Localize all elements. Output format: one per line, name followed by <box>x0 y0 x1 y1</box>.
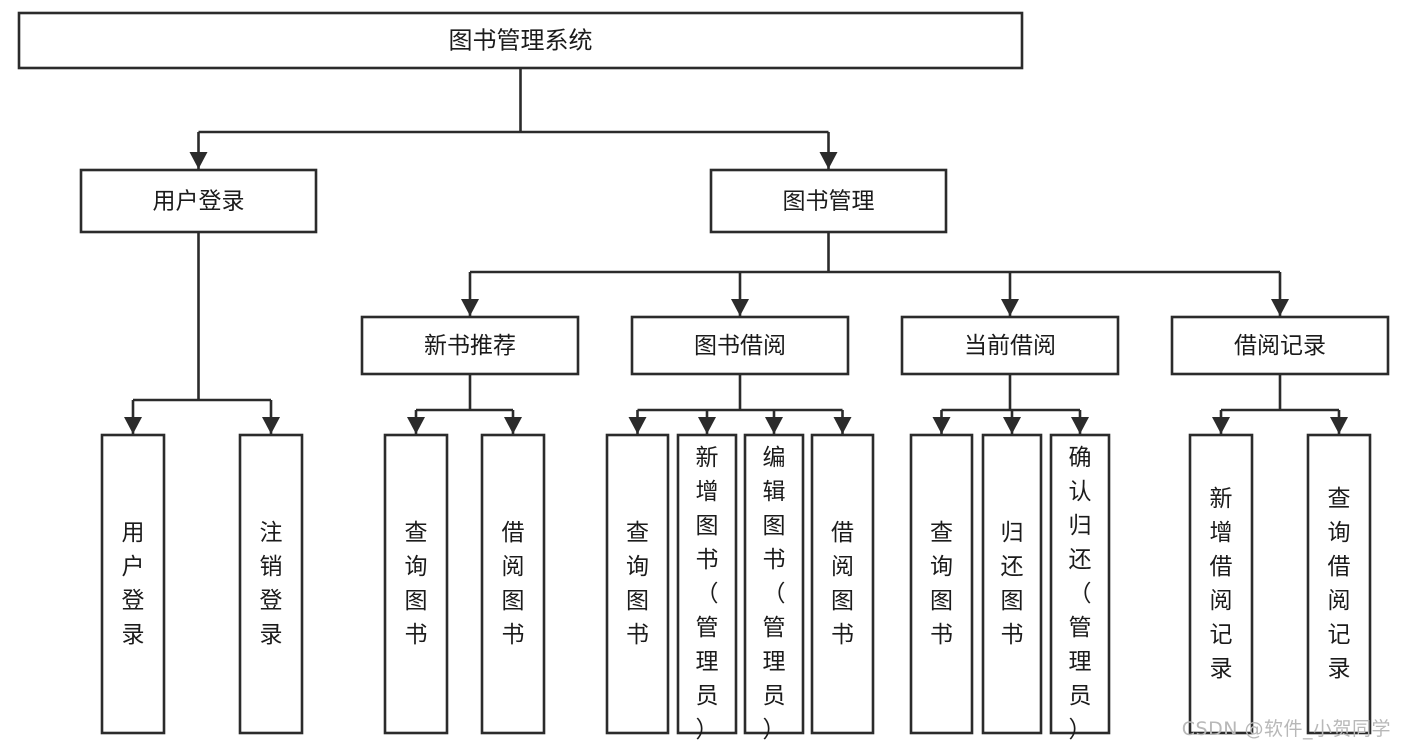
leaf-node-7[interactable]: 借阅图书 <box>810 433 875 735</box>
leaf-node-6[interactable]: 编辑图书（管理员） <box>743 433 805 743</box>
leaf-node-1-box[interactable] <box>238 433 304 735</box>
leaf-node-7-label: 借阅图书 <box>831 520 854 648</box>
level3-node-2[interactable]: 当前借阅 <box>900 315 1120 376</box>
level3-node-3[interactable]: 借阅记录 <box>1170 315 1390 376</box>
leaf-node-8-label: 查询图书 <box>930 520 953 648</box>
leaf-node-9[interactable]: 归还图书 <box>981 433 1043 735</box>
level2-node-1-box[interactable] <box>709 168 948 234</box>
arrow-head-icon <box>1003 417 1021 434</box>
leaf-node-10[interactable]: 确认归还（管理员） <box>1049 433 1111 743</box>
level2-node-0-label: 用户登录 <box>153 189 245 215</box>
leaf-node-5[interactable]: 新增图书（管理员） <box>676 433 738 743</box>
leaf-node-2[interactable]: 查询图书 <box>383 433 449 735</box>
leaf-node-8[interactable]: 查询图书 <box>909 433 974 735</box>
arrow-head-icon <box>731 299 749 316</box>
leaf-node-12-label: 查询借阅记录 <box>1328 486 1351 682</box>
leaf-node-3[interactable]: 借阅图书 <box>480 433 546 735</box>
leaf-node-11-label: 新增借阅记录 <box>1210 486 1233 682</box>
arrow-head-icon <box>1001 299 1019 316</box>
leaf-node-12-box[interactable] <box>1306 433 1372 735</box>
arrow-head-icon <box>407 417 425 434</box>
root-node-label: 图书管理系统 <box>449 27 593 55</box>
leaf-node-3-box[interactable] <box>480 433 546 735</box>
leaf-node-7-box[interactable] <box>810 433 875 735</box>
leaf-node-5-box[interactable] <box>676 433 738 735</box>
leaf-node-2-box[interactable] <box>383 433 449 735</box>
level3-node-0-box[interactable] <box>360 315 580 376</box>
leaf-node-5-label: 新增图书（管理员） <box>696 445 719 743</box>
root-node[interactable]: 图书管理系统 <box>17 11 1024 70</box>
level2-node-0-box[interactable] <box>79 168 318 234</box>
level2-node-1[interactable]: 图书管理 <box>709 168 948 234</box>
leaf-node-4[interactable]: 查询图书 <box>605 433 670 735</box>
arrow-head-icon <box>1271 299 1289 316</box>
arrow-head-icon <box>628 417 647 434</box>
arrow-head-icon <box>1071 417 1089 434</box>
leaf-node-4-box[interactable] <box>605 433 670 735</box>
leaf-node-12[interactable]: 查询借阅记录 <box>1306 433 1372 735</box>
level3-node-0[interactable]: 新书推荐 <box>360 315 580 376</box>
leaf-node-9-box[interactable] <box>981 433 1043 735</box>
level3-node-0-label: 新书推荐 <box>424 333 516 359</box>
arrow-head-icon <box>124 417 142 434</box>
arrow-head-icon <box>1212 417 1230 434</box>
root-node-box[interactable] <box>17 11 1024 70</box>
leaf-node-3-label: 借阅图书 <box>502 520 525 648</box>
arrow-head-icon <box>819 152 838 169</box>
arrow-head-icon <box>833 417 852 434</box>
leaf-node-0-label: 用户登录 <box>122 520 145 648</box>
level3-node-3-box[interactable] <box>1170 315 1390 376</box>
leaf-node-1[interactable]: 注销登录 <box>238 433 304 735</box>
arrow-head-icon <box>765 417 783 434</box>
arrow-head-icon <box>504 417 522 434</box>
arrow-head-icon <box>262 417 280 434</box>
level3-node-1-box[interactable] <box>630 315 850 376</box>
leaf-node-11[interactable]: 新增借阅记录 <box>1188 433 1254 735</box>
leaf-node-0[interactable]: 用户登录 <box>100 433 166 735</box>
arrow-head-icon <box>189 152 208 169</box>
level2-node-0[interactable]: 用户登录 <box>79 168 318 234</box>
level3-node-2-box[interactable] <box>900 315 1120 376</box>
leaf-node-10-label: 确认归还（管理员） <box>1069 445 1092 743</box>
connectors-layer <box>124 68 1348 434</box>
leaf-node-0-box[interactable] <box>100 433 166 735</box>
arrow-head-icon <box>1330 417 1348 434</box>
leaf-node-6-box[interactable] <box>743 433 805 735</box>
level3-node-2-label: 当前借阅 <box>964 333 1056 359</box>
leaf-node-6-label: 编辑图书（管理员） <box>763 445 786 743</box>
level3-node-1-label: 图书借阅 <box>694 333 786 359</box>
leaf-node-9-label: 归还图书 <box>1001 520 1024 648</box>
leaf-node-1-label: 注销登录 <box>260 520 283 648</box>
leaf-node-8-box[interactable] <box>909 433 974 735</box>
level3-node-3-label: 借阅记录 <box>1234 333 1326 359</box>
arrow-head-icon <box>461 299 479 316</box>
leaf-node-4-label: 查询图书 <box>626 520 649 648</box>
level3-node-1[interactable]: 图书借阅 <box>630 315 850 376</box>
leaf-node-11-box[interactable] <box>1188 433 1254 735</box>
leaf-node-2-label: 查询图书 <box>405 520 428 648</box>
leaf-node-10-box[interactable] <box>1049 433 1111 735</box>
level2-node-1-label: 图书管理 <box>783 189 875 215</box>
arrow-head-icon <box>932 417 951 434</box>
arrow-head-icon <box>698 417 716 434</box>
nodes-layer: 图书管理系统用户登录图书管理新书推荐图书借阅当前借阅借阅记录用户登录注销登录查询… <box>17 11 1390 743</box>
